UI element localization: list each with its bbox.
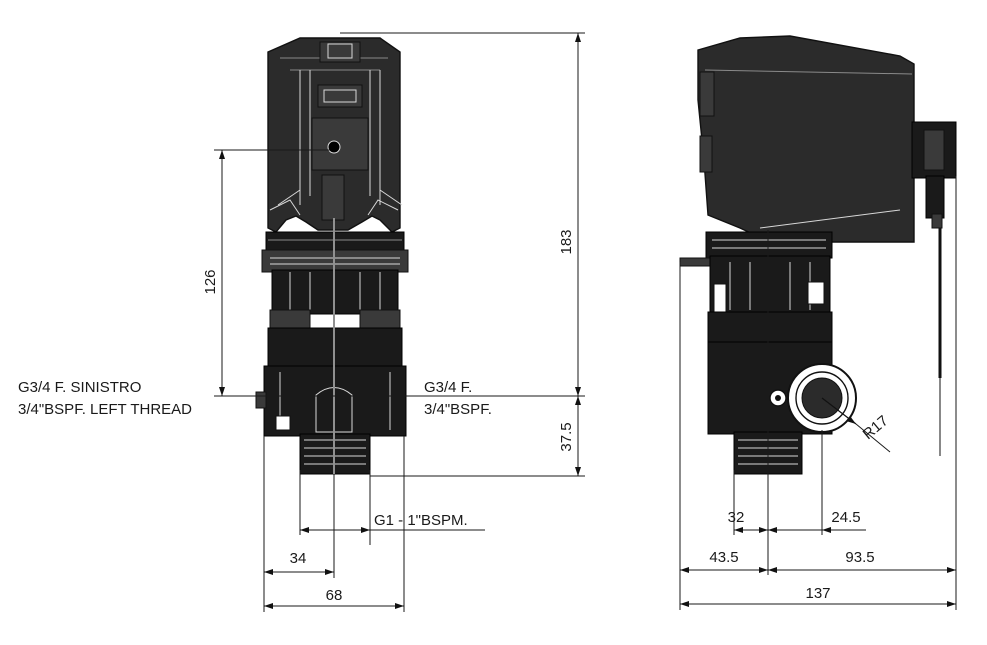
dim-32: 32: [728, 509, 768, 533]
dim-34-text: 34: [290, 550, 307, 567]
front-view: 183 126 37.5 G3/4 F. SINISTRO 3/4"BSPF. …: [18, 32, 585, 612]
label-bottom-thread-text: G1 - 1"BSPM.: [374, 512, 468, 529]
dim-93-5-text: 93.5: [845, 549, 874, 566]
dim-34: 34: [263, 436, 335, 612]
label-left-thread-line1: G3/4 F. SINISTRO: [18, 379, 141, 396]
dim-93-5: 93.5: [768, 549, 956, 573]
front-actuator-housing: [267, 37, 403, 233]
side-actuator-housing: [697, 35, 915, 243]
dim-24-5: 24.5: [768, 509, 866, 533]
dim-24-5-text: 24.5: [831, 509, 860, 526]
dim-r17-text: R17: [860, 412, 892, 443]
dim-68: 68: [264, 436, 405, 612]
dim-37-5-text: 37.5: [558, 422, 575, 451]
label-bottom-thread: G1 - 1"BSPM.: [299, 470, 485, 545]
label-left-thread-line2: 3/4"BSPF. LEFT THREAD: [18, 401, 192, 418]
dim-126: 126: [202, 149, 330, 396]
dim-68-text: 68: [326, 587, 343, 604]
dim-137-text: 137: [805, 585, 830, 602]
dim-43-5-text: 43.5: [709, 549, 738, 566]
dim-43-5: 43.5: [680, 549, 768, 573]
side-valve-body: [707, 341, 891, 453]
side-connector: [911, 121, 957, 456]
dim-183-text: 183: [558, 229, 575, 254]
dim-183: 183: [340, 32, 585, 477]
dim-32-text: 32: [728, 509, 745, 526]
dim-137: 137: [680, 585, 956, 607]
front-valve-body: [255, 365, 407, 437]
dim-126-text: 126: [202, 269, 219, 294]
label-right-thread-line1: G3/4 F.: [424, 379, 472, 396]
side-view: R17 32 24.5 43.5: [679, 35, 957, 610]
label-right-thread-line2: 3/4"BSPF.: [424, 401, 492, 418]
side-collar: [679, 231, 833, 343]
